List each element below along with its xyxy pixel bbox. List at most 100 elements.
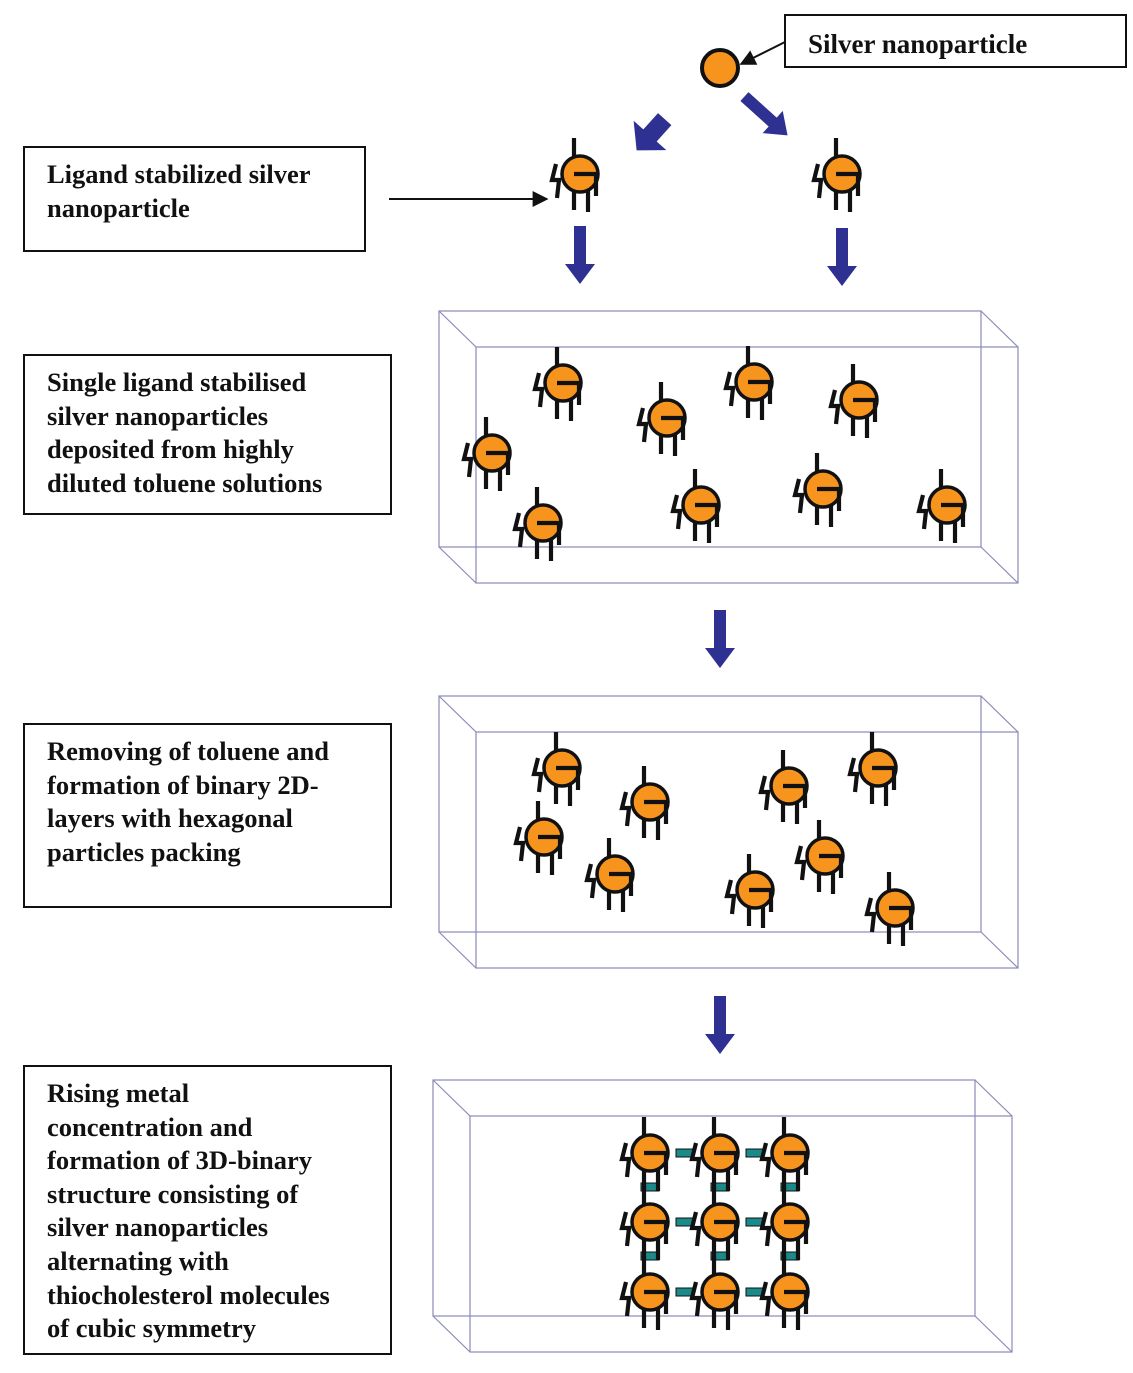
label-line: layers with hexagonal — [47, 803, 293, 834]
ligand-chain — [819, 853, 844, 878]
ligand-chain — [689, 1211, 702, 1247]
structure-box-3d — [432, 1079, 1013, 1353]
ligand-chain — [759, 1142, 772, 1178]
ligand-chain — [609, 871, 634, 896]
ligand-chain — [661, 415, 686, 440]
ligand-particle-2d — [513, 801, 564, 875]
ligand-chain — [847, 757, 860, 793]
ligand-chain — [889, 905, 914, 930]
ligand-chain — [689, 1142, 702, 1178]
ligand-particle-dilute — [828, 364, 879, 438]
down-arrow-step-2 — [705, 610, 735, 668]
label-line: structure consisting of — [47, 1178, 299, 1209]
ligand-particle-lattice — [759, 1186, 810, 1260]
label-line: diluted toluene solutions — [47, 467, 323, 498]
ligand-chain — [619, 791, 632, 827]
ligand-particle-dilute — [636, 382, 687, 456]
ligand-chain — [512, 512, 525, 548]
ligand-chain — [828, 389, 841, 425]
ligand-chain — [714, 1150, 739, 1175]
ligand-chain — [644, 1219, 669, 1244]
arrow-shape — [633, 113, 672, 151]
ligand-particle-2d — [531, 732, 582, 806]
ligand-chain — [749, 887, 774, 912]
ligand-particle-2d — [758, 750, 809, 824]
ligand-chain — [644, 799, 669, 824]
ligand-chain — [759, 1211, 772, 1247]
box-edge — [438, 695, 477, 733]
ligand-particle-lattice — [619, 1117, 670, 1191]
ligand-chain — [538, 834, 563, 859]
ligand-chain — [689, 1281, 702, 1317]
ligand-particle-2d — [794, 820, 845, 894]
pointer-arrow-silver — [739, 41, 786, 65]
diagonal-arrow-left — [633, 113, 672, 151]
diagonal-arrow-right — [740, 92, 788, 136]
ligand-chain — [783, 783, 808, 808]
label-line: Ligand stabilized silver — [47, 159, 311, 189]
ligand-chain — [724, 879, 737, 915]
label-line: silver nanoparticles — [47, 400, 269, 431]
ligand-chain — [872, 765, 897, 790]
ligand-chain — [584, 863, 597, 899]
solution-box-2 — [438, 695, 1019, 969]
ligand-chain — [714, 1289, 739, 1314]
flow-arrow-layer — [565, 92, 857, 1054]
ligand-particle-2d — [724, 854, 775, 928]
ligand-chain — [784, 1289, 809, 1314]
ligand-chain — [792, 478, 805, 514]
label-line: alternating with — [47, 1245, 229, 1276]
ligand-chain — [941, 502, 966, 527]
box-back-face — [438, 695, 982, 933]
ligand-particle-top-left — [549, 138, 600, 212]
ligand-chain — [695, 502, 720, 527]
ligand-particle-lattice — [759, 1117, 810, 1191]
label-line: formation of 3D-binary — [47, 1145, 312, 1176]
ligand-chain — [759, 1281, 772, 1317]
label-line: of cubic symmetry — [47, 1313, 256, 1344]
box-edge — [432, 1079, 471, 1117]
ligand-chain — [758, 775, 771, 811]
box-edge — [974, 1079, 1013, 1117]
ligand-chain — [817, 486, 842, 511]
ligand-particle-dilute — [532, 347, 583, 421]
ligand-particle-lattice — [689, 1117, 740, 1191]
rising-metal-step-label-box: Rising metal concentration and formation… — [23, 1065, 392, 1355]
ligand-particle-top-right — [811, 138, 862, 212]
box-edge — [980, 931, 1019, 969]
ligand-chain — [619, 1281, 632, 1317]
label-line: Rising metal — [47, 1078, 190, 1108]
ligand-chain — [784, 1150, 809, 1175]
arrow-shape — [827, 228, 857, 286]
removing-toluene-step-label-box: Removing of toluene and formation of bin… — [23, 723, 392, 908]
arrow-shape — [705, 996, 735, 1054]
particle-layer — [461, 48, 967, 1330]
ligand-particle-lattice — [689, 1186, 740, 1260]
box-front-face — [469, 1115, 1013, 1353]
ligand-chain — [531, 757, 544, 793]
ligand-chain — [636, 407, 649, 443]
ligand-chain — [916, 494, 929, 530]
box-edge — [438, 546, 477, 584]
ligand-chain — [644, 1289, 669, 1314]
ligand-chain — [794, 845, 807, 881]
ligand-particle-2d — [584, 838, 635, 912]
single-ligand-step-label-box: Single ligand stabilised silver nanopart… — [23, 354, 392, 515]
ligand-chain — [853, 397, 878, 422]
ligand-particle-2d — [619, 766, 670, 840]
label-line: Single ligand stabilised — [47, 367, 307, 397]
arrow-shape — [565, 226, 595, 284]
ligand-chain — [537, 520, 562, 545]
ligand-chain — [513, 826, 526, 862]
ligand-chain — [549, 163, 562, 199]
label-line: Silver nanoparticle — [808, 29, 1028, 59]
ligand-chain — [748, 379, 773, 404]
ligand-particle-dilute — [461, 417, 512, 491]
ligand-chain — [836, 171, 861, 196]
ligand-chain — [619, 1211, 632, 1247]
ligand-chain — [556, 765, 581, 790]
ligand-chain — [784, 1219, 809, 1244]
ligand-particle-lattice — [759, 1256, 810, 1330]
ligand-particle-2d — [864, 872, 915, 946]
label-line: deposited from highly — [47, 434, 294, 465]
